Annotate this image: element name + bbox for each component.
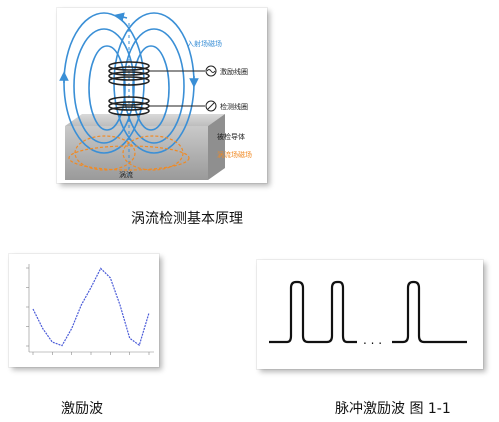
principle-caption: 涡流检测基本原理 — [131, 211, 243, 227]
incident-field-label: 入射场磁场 — [187, 39, 222, 48]
sine-series-line — [32, 267, 150, 347]
pulse-waveform — [269, 280, 357, 344]
conductor-label: 被检导体 — [217, 132, 245, 141]
excitation-wave-chart — [26, 264, 154, 355]
eddy-field-label: 涡流场磁场 — [217, 150, 252, 159]
tick-marks — [26, 267, 150, 355]
eddy-field-lines — [68, 135, 190, 171]
excitation-wave-caption: 激励波 — [61, 401, 103, 417]
meter-icon — [205, 100, 217, 112]
excitation-coil — [108, 61, 205, 86]
pulse-ellipsis: . . . — [363, 333, 382, 347]
pulse-waveform-tail — [392, 280, 467, 344]
eddy-current-label: 涡流 — [119, 170, 133, 179]
pulse-wave-figure: . . . — [257, 260, 483, 369]
ac-source-icon — [205, 65, 217, 77]
axes — [28, 264, 154, 353]
pulse-wave-diagram: . . . — [269, 280, 467, 347]
detection-coil-label: 检测线圈 — [220, 102, 248, 111]
detection-coil — [108, 96, 205, 116]
eddy-principle-figure: 入射场磁场 激励线圈 检测线圈 被检导体 涡流场磁场 涡流 — [57, 8, 267, 183]
excitation-wave-figure — [9, 254, 159, 367]
eddy-principle-diagram: 入射场磁场 激励线圈 检测线圈 被检导体 涡流场磁场 涡流 — [59, 12, 252, 180]
excitation-coil-label: 激励线圈 — [220, 67, 248, 76]
pulse-wave-caption: 脉冲激励波 图 1-1 — [335, 401, 451, 417]
